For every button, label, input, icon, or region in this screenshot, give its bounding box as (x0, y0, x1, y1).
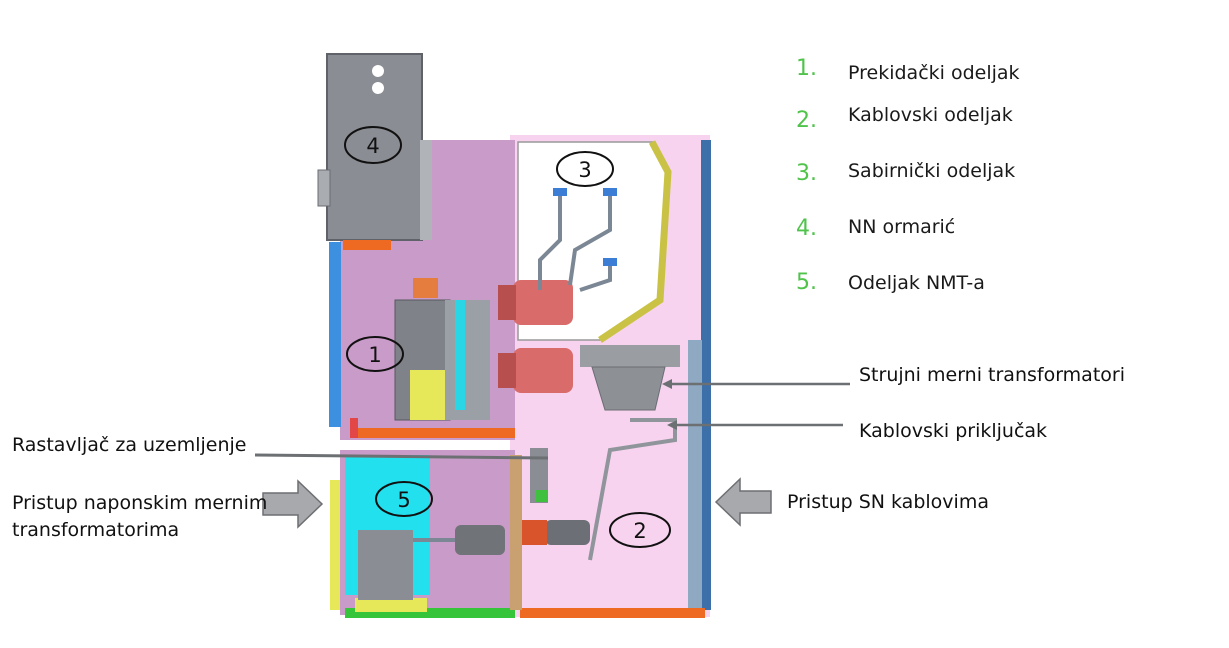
marker-1: 1 (346, 336, 404, 372)
marker-2: 2 (609, 512, 671, 548)
cable-connection (588, 418, 677, 561)
marker-1-text: 1 (368, 343, 381, 367)
upper-bushing (513, 280, 573, 325)
leader-earthing-switch (254, 453, 549, 460)
marker-4: 4 (344, 126, 402, 164)
legend-num-4: 4. (796, 216, 817, 241)
label-cable-connection: Kablovski priključak (859, 420, 1048, 442)
earthing-switch (530, 448, 548, 503)
marker-4-text: 4 (366, 134, 379, 158)
green-base (345, 608, 515, 618)
marker-5-text: 5 (397, 488, 410, 512)
label-vt-access-line2: transformatorima (12, 519, 180, 541)
legend-text-1: Prekidački odeljak (848, 62, 1020, 84)
label-mv-cable-access: Pristup SN kablovima (787, 491, 989, 513)
marker-5: 5 (375, 481, 433, 517)
lower-bushing (513, 348, 573, 393)
orange-rail-bottom (520, 608, 705, 618)
busbars (538, 195, 612, 292)
current-transformer (580, 345, 680, 367)
orange-rail-top (343, 240, 391, 250)
marker-3-text: 3 (578, 158, 591, 182)
label-current-transformers: Strujni merni transformatori (859, 364, 1125, 386)
legend-num-2: 2. (796, 108, 817, 133)
marker-2-text: 2 (633, 519, 646, 543)
legend-num-3: 3. (796, 161, 817, 186)
left-blue-frame (329, 242, 341, 427)
voltage-transformer (358, 530, 413, 600)
legend-text-3: Sabirnički odeljak (848, 160, 1016, 182)
mv-cable-access-arrow (714, 477, 772, 527)
legend-num-5: 5. (796, 270, 817, 295)
legend-text-5: Odeljak NMT-a (848, 272, 985, 294)
busbar-yellow-duct (598, 140, 672, 343)
label-earthing-switch: Rastavljač za uzemljenje (12, 434, 247, 456)
right-blue-frame (701, 140, 711, 610)
legend-num-1: 1. (796, 56, 817, 81)
orange-rail-mid (350, 428, 515, 438)
vt-access-arrow (262, 479, 324, 529)
marker-3: 3 (556, 151, 614, 187)
legend-text-4: NN ormarić (848, 216, 956, 238)
label-vt-access-line1: Pristup naponskim mernim (12, 492, 268, 514)
legend-text-2: Kablovski odeljak (848, 104, 1013, 126)
